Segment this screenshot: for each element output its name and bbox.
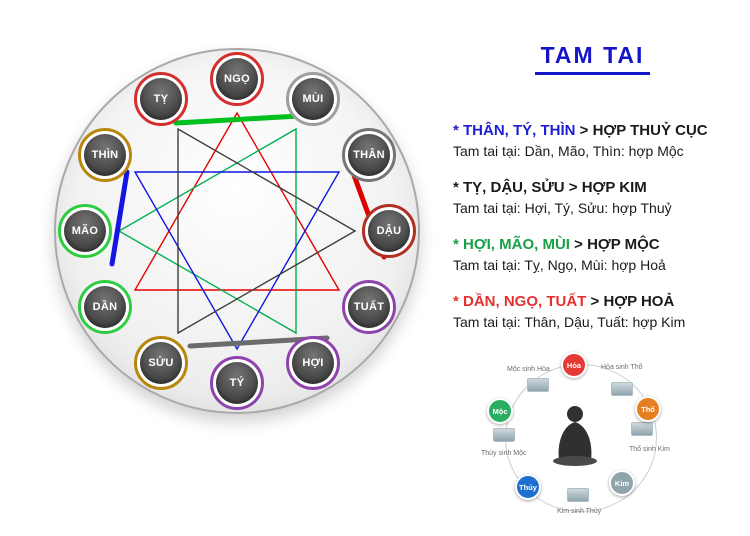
zodiac-label: DẬU [376, 225, 402, 237]
group-result: > HỢP HOẢ [586, 292, 675, 310]
zodiac-label: SỬU [148, 357, 174, 369]
element-node-moc: Mộc [487, 398, 513, 424]
zodiac-label: TỴ [153, 93, 169, 105]
zodiac-badge-suu: SỬU [134, 336, 188, 390]
group-than-ty-thin: * THÂN, TÝ, THÌN > HỢP THUỶ CỤC Tam tai … [453, 121, 740, 162]
group-note: Tam tai tại: Tỵ, Ngọ, Mùi: hợp Hoả [453, 256, 666, 273]
zodiac-badge-core: MÃO [64, 210, 106, 252]
zodiac-badge-core: HỢI [292, 342, 334, 384]
zodiac-badge-mui: MÙI [286, 72, 340, 126]
zodiac-badge-ty: TÝ [210, 356, 264, 410]
relation-label: Hỏa sinh Thổ [601, 364, 643, 371]
group-note: Tam tai tại: Thân, Dậu, Tuất: hợp Kim [453, 313, 686, 330]
zodiac-badge-ti: TỴ [134, 72, 188, 126]
zodiac-badge-core: DẦN [84, 286, 126, 328]
zodiac-label: TUẤT [353, 301, 385, 313]
zodiac-label: NGỌ [224, 73, 250, 85]
scene-thumbnail [567, 488, 589, 502]
element-label: Kim [614, 478, 630, 488]
scene-thumbnail [493, 428, 515, 442]
zodiac-badge-dan: DẦN [78, 280, 132, 334]
zodiac-badge-tuat: TUẤT [342, 280, 396, 334]
zodiac-badge-ngo: NGỌ [210, 52, 264, 106]
group-names: * HỢI, MÃO, MÙI [453, 235, 570, 253]
element-node-thuy: Thủy [515, 474, 541, 500]
zodiac-badge-core: MÙI [292, 78, 334, 120]
zodiac-badge-core: THÂN [348, 134, 390, 176]
group-dan-ngo-tuat: * DẦN, NGỌ, TUẤT > HỢP HOẢ Tam tai tại: … [453, 292, 740, 333]
zodiac-badge-core: NGỌ [216, 58, 258, 100]
element-node-kim: Kim [609, 470, 635, 496]
zodiac-badge-core: TUẤT [348, 286, 390, 328]
relation-label: Kim sinh Thủy [557, 508, 602, 515]
element-label: Mộc [492, 406, 508, 416]
zodiac-badge-dau: DẬU [362, 204, 416, 258]
group-heading: * HỢI, MÃO, MÙI > HỢP MỘC [453, 235, 740, 255]
scene-thumbnail [527, 378, 549, 392]
relation-label: Mộc sinh Hỏa [507, 366, 550, 373]
zodiac-badge-thin: THÌN [78, 128, 132, 182]
group-result: > HỢP KIM [564, 178, 647, 196]
element-label: Thổ [641, 404, 655, 414]
group-result: > HỢP MỘC [569, 235, 660, 253]
zodiac-badge-core: SỬU [140, 342, 182, 384]
zodiac-label: MÃO [71, 225, 99, 237]
zodiac-badge-than: THÂN [342, 128, 396, 182]
group-names: * THÂN, TÝ, THÌN [453, 122, 576, 139]
relation-label: Thổ sinh Kim [629, 446, 670, 453]
element-label: Thủy [519, 482, 537, 492]
group-hoi-mao-mui: * HỢI, MÃO, MÙI > HỢP MỘC Tam tai tại: T… [453, 235, 740, 276]
element-label: Hỏa [566, 360, 582, 370]
zodiac-badge-core: TÝ [216, 362, 258, 404]
meditating-figure-icon [553, 406, 597, 466]
zodiac-label: TÝ [229, 377, 245, 389]
group-heading: * TỴ, DẬU, SỬU > HỢP KIM [453, 178, 740, 198]
zodiac-badge-hoi: HỢI [286, 336, 340, 390]
zodiac-label: THÌN [91, 149, 119, 161]
group-names: * DẦN, NGỌ, TUẤT [453, 292, 587, 310]
zodiac-label: HỢI [302, 357, 324, 369]
zodiac-label: DẦN [92, 301, 118, 313]
element-node-hoa: Hỏa [561, 352, 587, 378]
zodiac-label: THÂN [353, 149, 385, 161]
tam-hop-groups: * THÂN, TÝ, THÌN > HỢP THUỶ CỤC Tam tai … [445, 121, 740, 332]
zodiac-badge-core: TỴ [140, 78, 182, 120]
group-heading: * DẦN, NGỌ, TUẤT > HỢP HOẢ [453, 292, 740, 312]
scene-thumbnail [631, 422, 653, 436]
zodiac-label: MÙI [302, 93, 324, 105]
group-result: > HỢP THUỶ CỤC [575, 122, 708, 139]
group-heading: * THÂN, TÝ, THÌN > HỢP THUỶ CỤC [453, 121, 740, 141]
group-note: Tam tai tại: Dần, Mão, Thìn: hợp Mộc [453, 143, 684, 160]
zodiac-badge-mao: MÃO [58, 204, 112, 258]
element-node-tho: Thổ [635, 396, 661, 422]
zodiac-badge-core: THÌN [84, 134, 126, 176]
group-names: * TỴ, DẬU, SỬU [453, 178, 565, 196]
scene-thumbnail [611, 382, 633, 396]
title-wrap: TAM TAI [445, 42, 740, 75]
group-ti-dau-suu: * TỴ, DẬU, SỬU > HỢP KIM Tam tai tại: Hợ… [453, 178, 740, 219]
info-panel: TAM TAI * THÂN, TÝ, THÌN > HỢP THUỶ CỤC … [445, 42, 740, 348]
relation-label: Thủy sinh Mộc [481, 450, 527, 457]
five-elements-diagram: Mộc sinh Hỏa Hỏa sinh Thổ Thổ sinh Kim K… [481, 352, 678, 528]
group-note: Tam tai tại: Hợi, Tý, Sửu: hợp Thuỷ [453, 200, 672, 217]
zodiac-badge-core: DẬU [368, 210, 410, 252]
page-title: TAM TAI [534, 42, 651, 75]
